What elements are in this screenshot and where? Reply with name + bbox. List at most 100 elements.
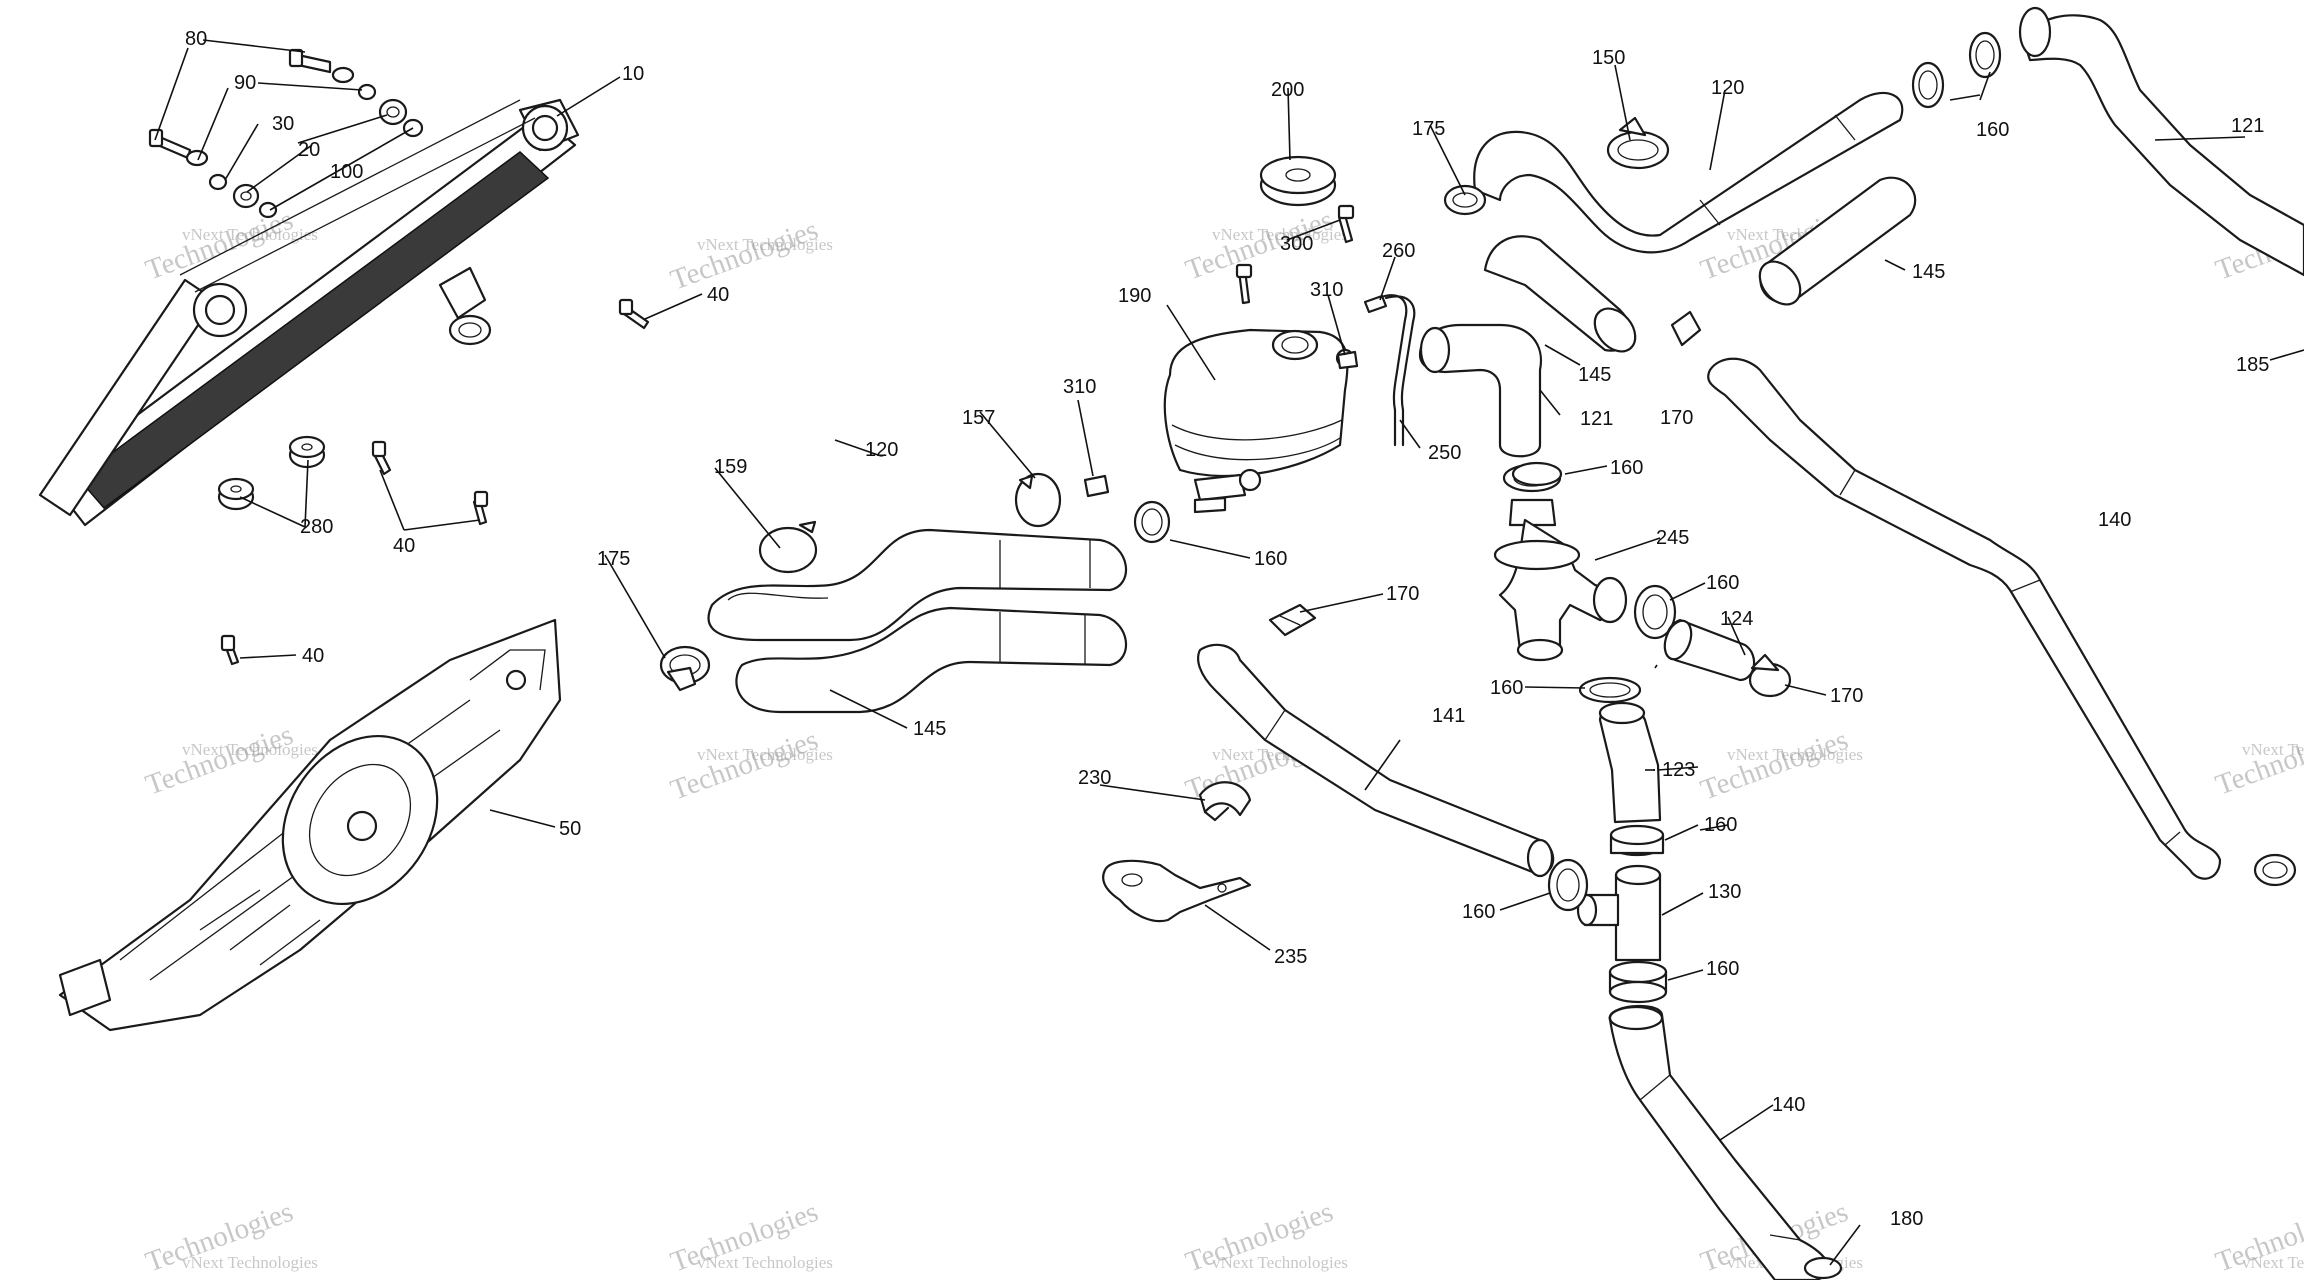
bracket-235 [1102,859,1252,923]
callout-141: 141 [1432,705,1465,727]
clamp-160-lower [1609,824,1665,857]
watermark: Technologies vNext Technologies [2211,1196,2304,1279]
svg-text:vNext Technologies: vNext Technologies [697,1253,833,1272]
svg-text:Technologies: Technologies [666,724,822,807]
overflow-hose-250 [1363,294,1416,447]
callout-50: 50 [559,818,581,840]
hose-145-top-right [1758,176,1917,306]
callout-140-right: 140 [2098,509,2131,531]
svg-text:Technologies: Technologies [141,719,297,802]
bolt-40 [220,634,240,666]
hose-121-center [1418,323,1543,458]
callout-121-right: 121 [2231,115,2264,137]
top-clamps [1443,31,2297,887]
clamp-175-top [1443,184,1487,216]
fan-shroud-assembly [58,618,562,1032]
hose-120-top [1473,91,1904,254]
grommet-280 [288,435,326,469]
callout-160-top: 160 [1976,119,2009,141]
svg-text:vNext Technologies: vNext Technologies [1212,1253,1348,1272]
callout-145-center: 145 [913,718,946,740]
hose-120-center [707,528,1128,642]
clamp-160-top [1911,31,2002,109]
clamp-157 [1014,472,1062,528]
clip-310-tank [1336,350,1359,370]
callout-120-center: 120 [865,439,898,461]
watermark: Technologies vNext Technologies [1181,1196,1347,1279]
hose-141 [1197,643,1555,878]
callout-280: 280 [300,516,333,538]
callout-250: 250 [1428,442,1461,464]
callout-310-center: 310 [1063,376,1096,398]
tank-cap-200 [1259,155,1337,207]
callout-20: 20 [298,139,320,161]
radiator [38,98,580,527]
callout-160-left-tee: 160 [1462,901,1495,923]
svg-text:Technologies: Technologies [666,214,822,297]
clamp-175 [659,645,711,692]
callout-160-below-tee: 160 [1706,958,1739,980]
coolant-expansion-tank [1163,328,1355,514]
callout-120-top: 120 [1711,77,1744,99]
grommet-280 [217,477,255,511]
callout-145-mid: 145 [1578,364,1611,386]
watermark: Technologies vNext Technologies [2211,719,2304,802]
bolt-40 [371,440,392,476]
svg-text:vNext Technologies: vNext Technologies [182,225,318,244]
callout-100: 100 [330,161,363,183]
clamp-160 [1133,500,1171,544]
hose-123 [1598,701,1662,824]
svg-text:Technologies: Technologies [141,204,297,287]
hose-145-top-left [1483,235,1637,353]
center-clamps [659,472,1171,692]
clip-310 [1083,474,1110,498]
thermostat-housing-245 [1493,463,1628,662]
clamp-170-top [1670,310,1702,347]
clamp-170-right [1748,653,1792,698]
clamps-near-thermostat [1511,461,1677,704]
watermark: Technologies vNext Technologies [666,1196,832,1279]
callout-245: 245 [1656,527,1689,549]
callout-170-center: 170 [1386,583,1419,605]
callout-300: 300 [1280,233,1313,255]
svg-text:vNext Technologies: vNext Technologies [697,235,833,254]
hose-140-right [1707,357,2222,880]
callout-160-thermo-bottom: 160 [1490,677,1523,699]
leader-lines [154,39,2304,1266]
callout-235: 235 [1274,946,1307,968]
clamp-160-below-tee [1608,960,1668,1004]
callout-80: 80 [185,28,207,50]
clamp-150 [1606,116,1670,170]
watermark: Technologies vNext Technologies [141,1196,317,1279]
watermark: Technologies vNext Technologies [1696,724,1862,807]
callout-40-c: 40 [302,645,324,667]
callout-121-center: 121 [1580,408,1613,430]
callout-160-mid: 160 [1704,814,1737,836]
svg-text:vNext Technologies: vNext Technologies [182,740,318,759]
clamp-180 [1803,1256,1843,1280]
callout-159: 159 [714,456,747,478]
callout-190: 190 [1118,285,1151,307]
svg-text:vNext Technologies: vNext Technologies [2242,1253,2304,1272]
callout-175-center: 175 [597,548,630,570]
callout-160-thermo-right: 160 [1706,572,1739,594]
callout-160-center: 160 [1254,548,1287,570]
tee-fitting-130 [1576,864,1662,962]
clamp-160 [1633,584,1677,640]
callout-40-a: 40 [707,284,729,306]
callout-157: 157 [962,407,995,429]
radiator-mounting-hardware [148,48,424,219]
callout-150: 150 [1592,47,1625,69]
callout-180: 180 [1890,1208,1923,1230]
svg-text:vNext Technologies: vNext Technologies [182,1253,318,1272]
callout-145-top: 145 [1912,261,1945,283]
watermark: Technologies vNext Technologies [666,214,832,297]
clamp-185 [2253,853,2297,887]
clamp-170-center [1268,603,1317,637]
callout-175-top: 175 [1412,118,1445,140]
callout-124: 124 [1720,608,1753,630]
callout-185: 185 [2236,354,2269,376]
svg-text:vNext Technologies: vNext Technologies [697,745,833,764]
callout-30: 30 [272,113,294,135]
